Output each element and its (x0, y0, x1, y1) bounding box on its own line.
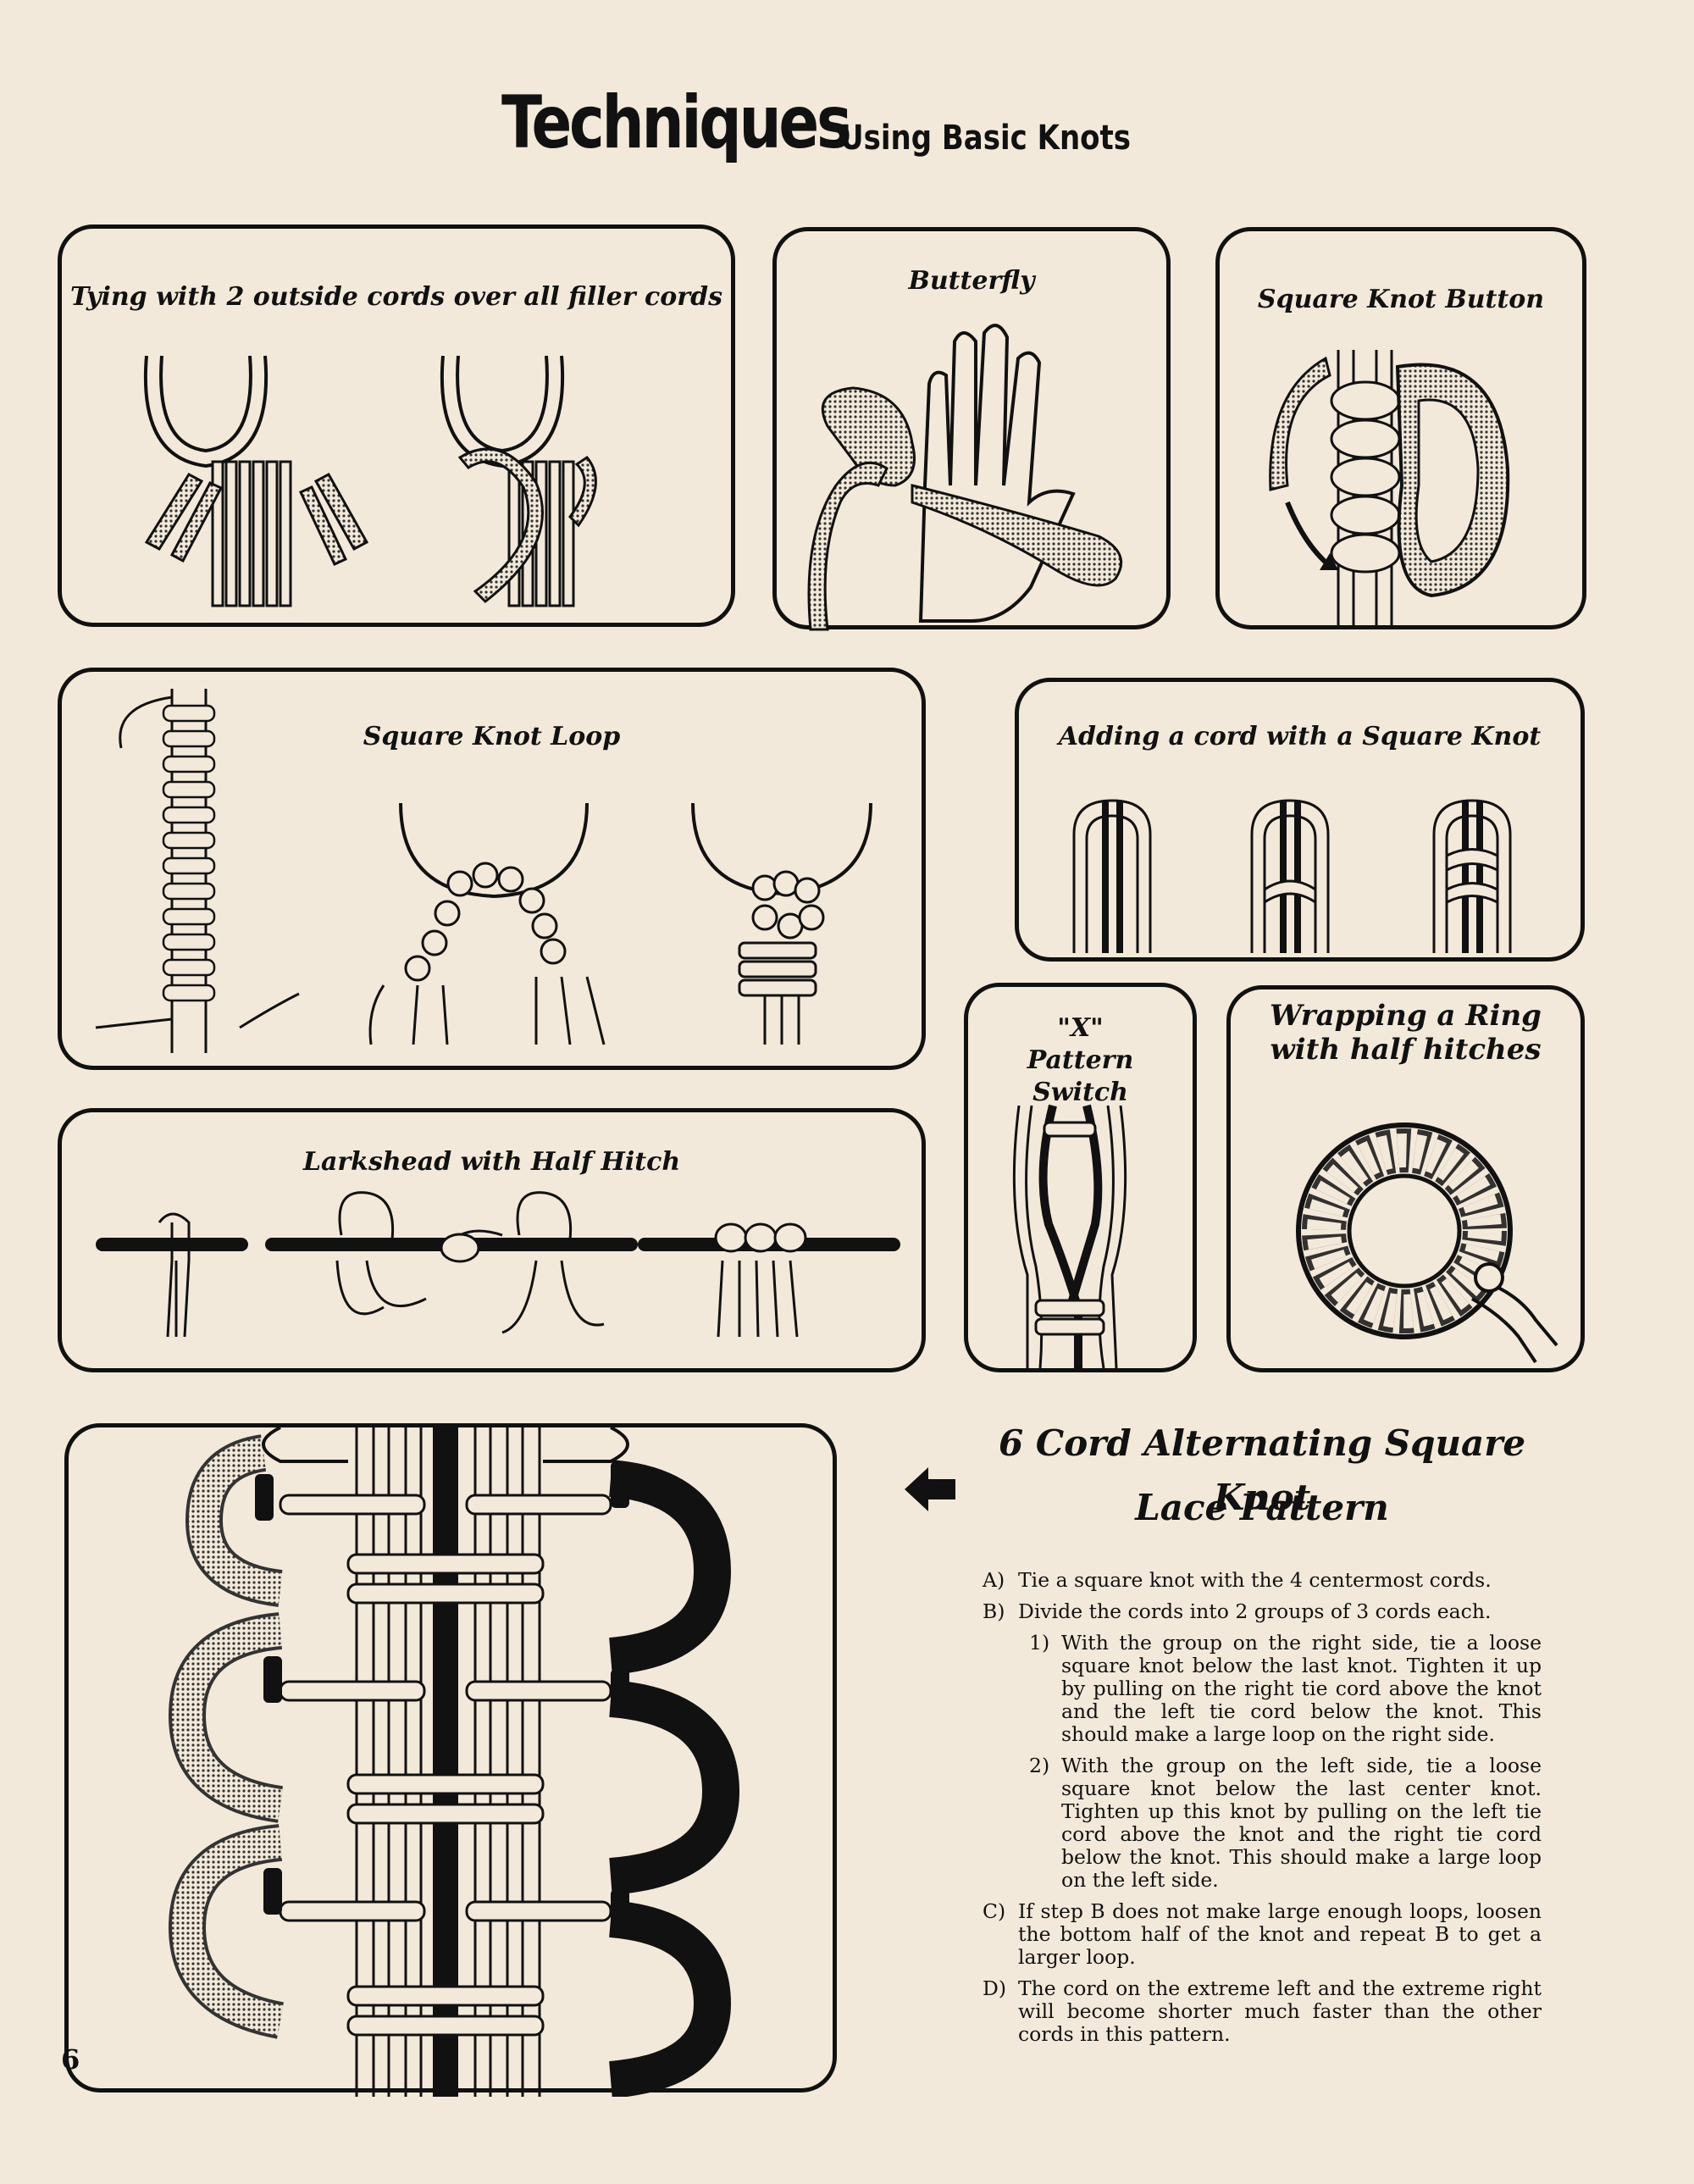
step-label: A) (983, 1568, 1005, 1592)
substep-text: With the group on the right side, tie a … (1061, 1631, 1542, 1746)
substep-1: 1) With the group on the right side, tie… (1029, 1632, 1542, 1746)
panel-wrapping-ring: Wrapping a Ring with half hitches (1226, 985, 1585, 1372)
lace-illustration (168, 1427, 740, 2097)
lace-title-line1: 6 Cord Alternating Square Knot (998, 1422, 1526, 1518)
page-subtitle: Using Basic Knots (840, 119, 1132, 158)
panel-title-butterfly: Butterfly (908, 266, 1035, 296)
substep-label: 2) (1029, 1754, 1050, 1777)
substep-2: 2) With the group on the left side, tie … (1029, 1754, 1542, 1892)
step-text: If step B does not make large enough loo… (1018, 1899, 1542, 1969)
step-label: B) (983, 1599, 1005, 1623)
page-title: Techniques (501, 80, 852, 165)
substep-label: 1) (1029, 1631, 1050, 1655)
step-text: Divide the cords into 2 groups of 3 cord… (1018, 1599, 1492, 1623)
step-d: D) The cord on the extreme left and the … (983, 1977, 1542, 2046)
panel-title-adding: Adding a cord with a Square Knot (1058, 722, 1542, 751)
panel-title-tying: Tying with 2 outside cords over all fill… (70, 282, 722, 312)
tying-illustration (143, 355, 597, 607)
substep-text: With the group on the left side, tie a l… (1061, 1754, 1542, 1892)
panel-title-button: Square Knot Button (1257, 285, 1545, 314)
step-a: A) Tie a square knot with the 4 centermo… (983, 1569, 1542, 1592)
larkshead-illustration (96, 1191, 900, 1338)
page-number: 6 (61, 2043, 80, 2076)
loop-illustration (95, 689, 872, 1053)
panel-title-x-switch: "X" Pattern Switch (1027, 1013, 1134, 1107)
panel-title-wrapping-2: with half hitches (1270, 1033, 1542, 1067)
x-switch-illustration (1012, 1104, 1127, 1369)
panel-butterfly: Butterfly (772, 227, 1171, 631)
panel-larkshead: Larkshead with Half Hitch (58, 1108, 926, 1372)
left-arrow-icon (905, 1467, 955, 1511)
lace-instructions: A) Tie a square knot with the 4 centermo… (983, 1569, 1542, 2054)
panel-x-pattern-switch: "X" Pattern Switch (964, 983, 1197, 1372)
step-c: C) If step B does not make large enough … (983, 1900, 1542, 1969)
step-text: The cord on the extreme left and the ext… (1018, 1976, 1542, 2046)
panel-title-loop: Square Knot Loop (363, 722, 621, 751)
ring-illustration (1296, 1122, 1558, 1364)
step-text: Tie a square knot with the 4 centermost … (1018, 1568, 1492, 1592)
panel-square-knot-button: Square Knot Button (1215, 227, 1586, 629)
panel-adding-cord: Adding a cord with a Square Knot (1015, 678, 1585, 962)
step-label: D) (983, 1976, 1007, 2000)
button-illustration (1269, 350, 1510, 629)
lace-title-line2: Lace Pattern (1135, 1487, 1389, 1528)
adding-cord-illustration (1072, 799, 1512, 953)
step-label: C) (983, 1899, 1006, 1923)
step-b: B) Divide the cords into 2 groups of 3 c… (983, 1600, 1542, 1623)
butterfly-illustration (807, 324, 1123, 631)
panel-title-larkshead: Larkshead with Half Hitch (302, 1147, 681, 1177)
panel-square-knot-loop: Square Knot Loop (58, 668, 926, 1070)
panel-tying-outside-cords: Tying with 2 outside cords over all fill… (58, 224, 735, 627)
panel-lace-illustration (64, 1423, 837, 2097)
panel-title-wrapping-1: Wrapping a Ring (1270, 999, 1542, 1033)
